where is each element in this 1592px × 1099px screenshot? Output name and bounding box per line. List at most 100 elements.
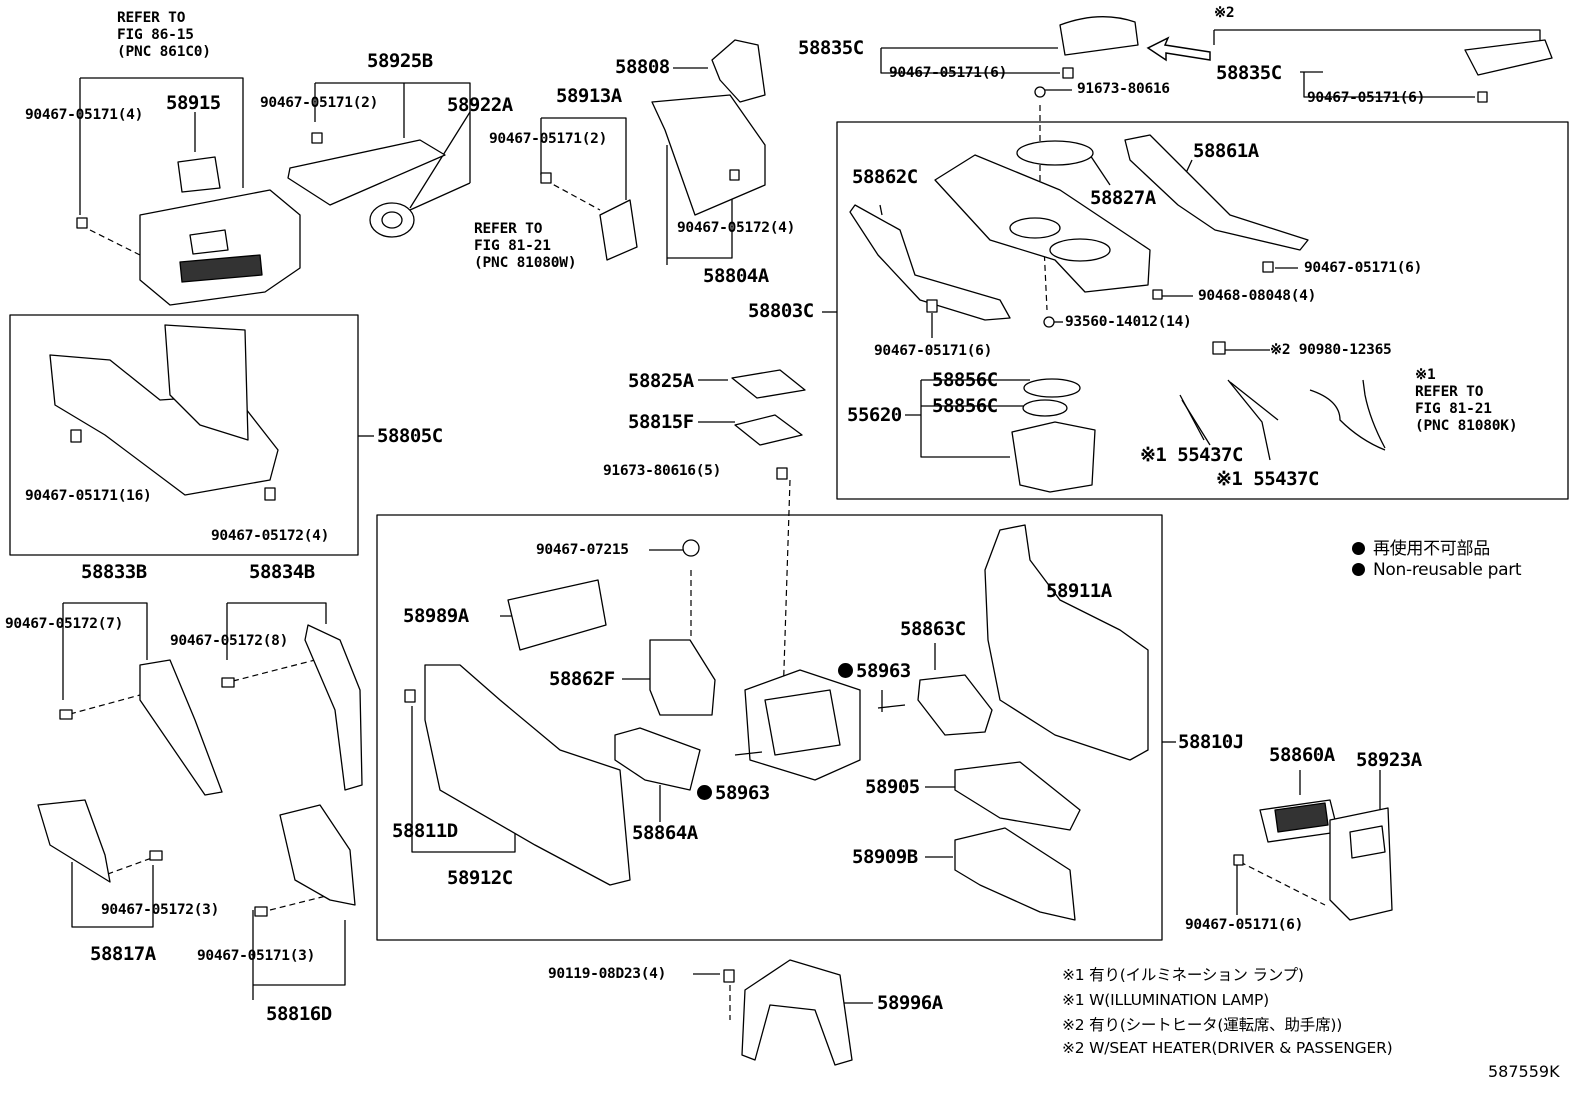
dash-1 xyxy=(89,229,141,256)
part-58825A xyxy=(731,369,806,399)
part-label-55437C-b: ※1 55437C xyxy=(1216,468,1319,490)
clip xyxy=(76,217,88,229)
part-label-58909B: 58909B xyxy=(852,846,918,868)
clip xyxy=(70,429,82,443)
part-label-91673-80616: 91673-80616 xyxy=(1077,81,1170,97)
part-label-58913A: 58913A xyxy=(556,85,622,107)
part-58833B xyxy=(139,659,223,796)
replacement-arrow xyxy=(1146,36,1211,62)
leader-58811D xyxy=(411,706,516,853)
part-label-58833B: 58833B xyxy=(81,561,147,583)
clip xyxy=(1152,289,1163,300)
part-label-58804A: 58804A xyxy=(703,265,769,287)
part-label-58862F: 58862F xyxy=(549,668,615,690)
part-label-90467-05171-6a: 90467-05171(6) xyxy=(889,65,1008,81)
part-label-58811D: 58811D xyxy=(392,820,458,842)
part-label-58864A: 58864A xyxy=(632,822,698,844)
leader-58915-group xyxy=(79,77,244,215)
part-58808 xyxy=(711,39,766,103)
part-58911A xyxy=(984,524,1149,761)
part-label-93560-14012-14: 93560-14012(14) xyxy=(1065,314,1192,330)
dash-2 xyxy=(544,179,601,211)
clip xyxy=(729,169,740,181)
group-box-58803C xyxy=(836,121,1569,500)
part-label-90467-05171-3: 90467-05171(3) xyxy=(197,948,316,964)
part-label-58860A: 58860A xyxy=(1269,744,1335,766)
part-label-58816D: 58816D xyxy=(266,1003,332,1025)
clip xyxy=(1043,316,1055,328)
part-58864A xyxy=(614,727,701,791)
part-58817A xyxy=(37,799,111,883)
clip xyxy=(254,906,268,917)
part-label-90467-05171-16: 90467-05171(16) xyxy=(25,488,152,504)
part-label-55620: 55620 xyxy=(847,404,902,426)
part-label-58834B: 58834B xyxy=(249,561,315,583)
part-label-58963-b: 58963 xyxy=(697,784,770,803)
diagram-id: 587559K xyxy=(1488,1062,1560,1081)
part-label-58856C-a: 58856C xyxy=(932,369,998,391)
clip xyxy=(723,969,735,983)
legend-jp: 再使用不可部品 xyxy=(1352,534,1490,559)
clip xyxy=(311,132,323,144)
part-58989A xyxy=(507,579,607,651)
part-label-58963-a: 58963 xyxy=(838,662,911,681)
part-label-58989A: 58989A xyxy=(403,605,469,627)
clip xyxy=(1062,67,1074,79)
leader-58827A xyxy=(1089,154,1111,186)
part-label-58911A: 58911A xyxy=(1046,580,1112,602)
dash-6 xyxy=(69,694,141,715)
legend-en: Non-reusable part xyxy=(1352,560,1522,580)
part-label-55437C-a: ※1 55437C xyxy=(1140,444,1243,466)
note-1-en: ※1 W(ILLUMINATION LAMP) xyxy=(1062,991,1270,1009)
note-2-en: ※2 W/SEAT HEATER(DRIVER & PASSENGER) xyxy=(1062,1039,1393,1057)
part-58834B xyxy=(304,624,363,791)
non-reusable-mark xyxy=(697,785,712,800)
part-label-90467-05171-2b: 90467-05171(2) xyxy=(489,131,608,147)
part-label-58996A: 58996A xyxy=(877,992,943,1014)
part-58816D xyxy=(279,804,356,906)
part-58923A xyxy=(1329,807,1393,921)
part-58815F xyxy=(734,414,803,446)
part-55437C-a xyxy=(1181,399,1211,446)
legend-text-jp: 再使用不可部品 xyxy=(1373,539,1490,559)
part-58805C-frame xyxy=(49,354,279,496)
part-harness xyxy=(1309,379,1386,451)
legend-text-en: Non-reusable part xyxy=(1373,560,1522,580)
part-label-58862C: 58862C xyxy=(852,166,918,188)
part-label-90467-05172-7: 90467-05172(7) xyxy=(5,616,124,632)
part-label-90467-05172-3: 90467-05172(3) xyxy=(101,902,220,918)
clip xyxy=(404,689,416,703)
leader-58834B-group xyxy=(226,602,327,660)
clip xyxy=(1034,86,1046,98)
clip xyxy=(1233,854,1244,866)
part-label-91673-80616-5: 91673-80616(5) xyxy=(603,463,722,479)
part-label-58912C: 58912C xyxy=(447,867,513,889)
part-58861A xyxy=(1124,134,1309,251)
part-label-58825A: 58825A xyxy=(628,370,694,392)
dash-7 xyxy=(232,659,316,682)
dash-10 xyxy=(1239,861,1326,906)
part-label-58922A: 58922A xyxy=(447,94,513,116)
part-label-90468-08048-4: 90468-08048(4) xyxy=(1198,288,1317,304)
part-label-58905: 58905 xyxy=(865,776,920,798)
leader-58925B xyxy=(314,82,471,211)
part-label-58805C: 58805C xyxy=(377,425,443,447)
part-label-58827A: 58827A xyxy=(1090,187,1156,209)
part-label-58817A: 58817A xyxy=(90,943,156,965)
part-58996A xyxy=(741,959,853,1066)
part-label-58861A: 58861A xyxy=(1193,140,1259,162)
legend-dot xyxy=(1352,563,1365,576)
part-58913A xyxy=(599,199,638,261)
clip xyxy=(776,467,788,480)
part-55437C-b xyxy=(1229,381,1279,421)
group-box-58805C xyxy=(9,314,359,556)
part-58827A xyxy=(1016,140,1094,166)
clip xyxy=(1262,261,1274,273)
part-label-90980-12365: ※2 90980-12365 xyxy=(1270,342,1392,358)
leader-58862C xyxy=(879,204,883,216)
part-label-58863C: 58863C xyxy=(900,618,966,640)
clip xyxy=(926,299,938,313)
clip xyxy=(264,487,276,501)
clip xyxy=(149,850,163,861)
